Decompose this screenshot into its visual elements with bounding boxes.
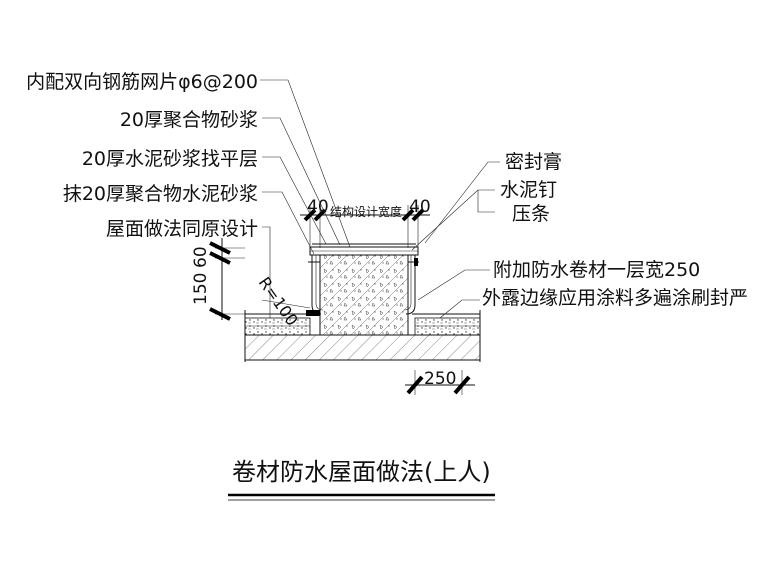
label-polymer-mortar: 20厚聚合物砂浆 (120, 109, 258, 131)
label-batten: 压条 (512, 203, 550, 225)
bottom-dimension (405, 370, 475, 395)
dim-150: 150 (191, 273, 211, 305)
label-group-right: 密封膏 水泥钉 压条 附加防水卷材一层宽250 外露边缘应用涂料多遍涂刷封严 (482, 150, 748, 309)
roof-buildup-left (244, 313, 312, 336)
drawing-title: 卷材防水屋面做法(上人) (228, 458, 495, 501)
label-polymer-cement-plaster: 抹20厚聚合物水泥砂浆 (63, 183, 258, 205)
label-exposed-edge: 外露边缘应用涂料多遍涂刷封严 (482, 287, 748, 309)
label-extra-membrane: 附加防水卷材一层宽250 (493, 259, 700, 281)
dim-right-40: 40 (409, 197, 431, 217)
label-rebar-mesh: 内配双向钢筋网片φ6@200 (26, 71, 258, 93)
label-group-left: 内配双向钢筋网片φ6@200 20厚聚合物砂浆 20厚水泥砂浆找平层 抹20厚聚… (26, 71, 258, 240)
dim-left-40: 40 (307, 197, 329, 217)
membrane-upturn-right (403, 255, 419, 315)
concrete-curb (319, 254, 409, 336)
leader-lines-left (260, 79, 351, 318)
roof-buildup-right (412, 313, 481, 336)
label-cement-nail: 水泥钉 (500, 179, 557, 201)
dim-60: 60 (191, 246, 211, 268)
label-sealant: 密封膏 (505, 150, 562, 173)
dim-structural-width: 结构设计宽度 (330, 204, 402, 219)
label-cement-leveling: 20厚水泥砂浆找平层 (82, 148, 258, 170)
membrane-upturn-left (306, 255, 324, 316)
roof-slab (244, 334, 481, 361)
left-dimension (209, 238, 245, 321)
label-roof-same-as-original: 屋面做法同原设计 (106, 218, 258, 240)
break-lines (244, 310, 481, 362)
curb-cap-layers (309, 243, 419, 256)
dim-250: 250 (424, 369, 456, 389)
top-dimension (300, 205, 430, 248)
title-text: 卷材防水屋面做法(上人) (232, 458, 491, 486)
leader-lines-right (411, 161, 500, 319)
